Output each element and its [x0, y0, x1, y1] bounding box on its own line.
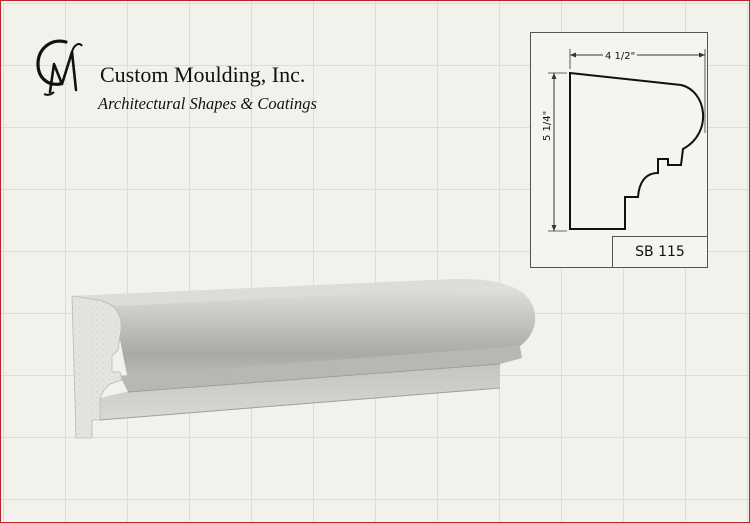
width-dimension-label: 4 1/2" [603, 51, 638, 62]
company-tagline: Architectural Shapes & Coatings [98, 94, 317, 113]
product-code-label: SB 115 [612, 236, 708, 268]
moulding-top-surface [72, 279, 536, 380]
moulding-lower-face [100, 364, 500, 420]
moulding-bead [120, 346, 522, 392]
moulding-end-face [71, 295, 123, 439]
moulding-highlight [72, 279, 508, 306]
profile-drawing-panel: 4 1/2" 5 1/4" SB 115 [530, 32, 708, 268]
company-name: Custom Moulding, Inc. [100, 62, 306, 87]
profile-cross-section-drawing [548, 49, 706, 232]
company-logo-monogram [36, 39, 83, 96]
